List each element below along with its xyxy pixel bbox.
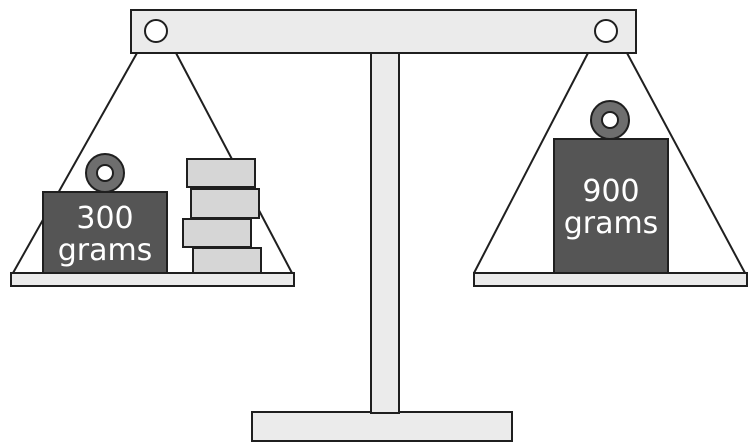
left-pan — [10, 272, 295, 287]
stack-block — [190, 188, 260, 219]
left-weight-label: 300 grams — [43, 203, 167, 267]
right-pan-string-inner — [473, 52, 589, 274]
right-weight-value: 900 — [582, 174, 640, 209]
right-weight-body — [553, 138, 669, 274]
left-weight-unit: grams — [57, 233, 153, 268]
left-weight-ring-hole — [96, 164, 114, 182]
left-pivot-circle — [144, 19, 168, 43]
stack-block — [186, 158, 256, 188]
right-pan — [473, 272, 748, 287]
scale-post — [370, 52, 400, 414]
scale-beam — [130, 9, 637, 54]
right-pivot-circle — [594, 19, 618, 43]
left-block-stack — [182, 158, 262, 274]
right-pan-string-outer — [626, 52, 746, 274]
stack-block — [192, 247, 262, 274]
stack-block — [182, 218, 252, 248]
left-weight-value: 300 — [76, 201, 134, 236]
right-weight-ring-hole — [601, 111, 619, 129]
scale-base — [251, 411, 513, 442]
right-weight — [553, 100, 669, 274]
left-pan-string-outer — [12, 52, 138, 274]
right-weight-unit: grams — [563, 206, 659, 241]
right-weight-label: 900 grams — [554, 176, 668, 240]
